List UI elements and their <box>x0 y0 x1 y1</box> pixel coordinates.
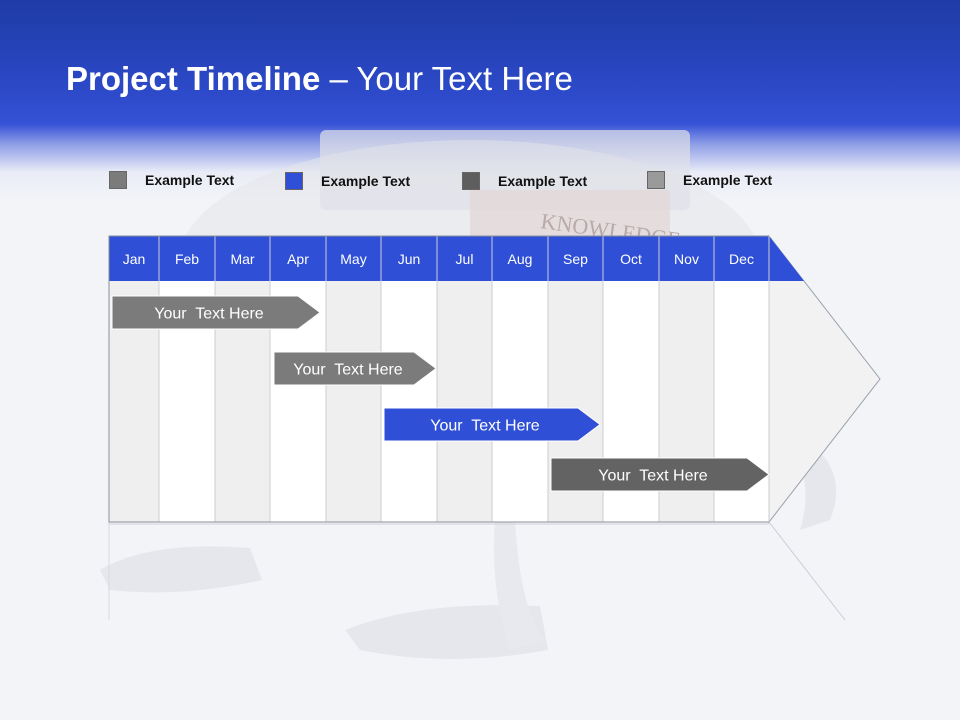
slide-title: Project Timeline – Your Text Here <box>66 60 573 98</box>
month-header-arrow <box>769 236 804 281</box>
month-column <box>437 281 492 522</box>
month-label-jun: Jun <box>398 251 421 267</box>
title-rest: – Your Text Here <box>320 60 573 97</box>
month-label-oct: Oct <box>620 251 642 267</box>
month-label-feb: Feb <box>175 251 199 267</box>
month-column <box>492 281 548 522</box>
task-bar-label-3: Your Text Here <box>430 418 540 435</box>
month-label-jan: Jan <box>123 251 146 267</box>
month-column <box>381 281 437 522</box>
legend-label-1: Example Text <box>145 172 235 188</box>
task-bar-2 <box>273 351 437 386</box>
legend-label-2: Example Text <box>321 173 411 189</box>
legend-label-3: Example Text <box>498 173 588 189</box>
month-label-jul: Jul <box>456 251 474 267</box>
task-bar-label-1: Your Text Here <box>154 306 264 323</box>
month-label-aug: Aug <box>508 251 533 267</box>
legend-swatch-3 <box>462 172 480 190</box>
month-label-may: May <box>340 251 366 267</box>
reflection-line-right <box>768 521 846 621</box>
task-bar-1 <box>111 295 321 330</box>
month-label-apr: Apr <box>287 251 309 267</box>
legend-swatch-1 <box>109 171 127 189</box>
month-label-sep: Sep <box>563 251 588 267</box>
legend-swatch-2 <box>285 172 303 190</box>
task-bar-label-4: Your Text Here <box>598 468 708 485</box>
legend-item-3: Example Text <box>462 172 587 190</box>
month-label-nov: Nov <box>674 251 699 267</box>
month-header-bar <box>109 236 769 281</box>
month-column <box>326 281 381 522</box>
legend-item-1: Example Text <box>109 171 234 189</box>
task-bar-3 <box>383 407 601 442</box>
title-bold: Project Timeline <box>66 60 321 97</box>
legend-item-4: Example Text <box>647 171 772 189</box>
month-label-mar: Mar <box>230 251 254 267</box>
legend-item-2: Example Text <box>285 172 410 190</box>
legend-swatch-4 <box>647 171 665 189</box>
month-label-dec: Dec <box>729 251 754 267</box>
task-bar-4 <box>550 457 770 492</box>
legend-label-4: Example Text <box>683 172 773 188</box>
task-bar-label-2: Your Text Here <box>293 362 403 379</box>
timeline-border <box>108 235 769 523</box>
